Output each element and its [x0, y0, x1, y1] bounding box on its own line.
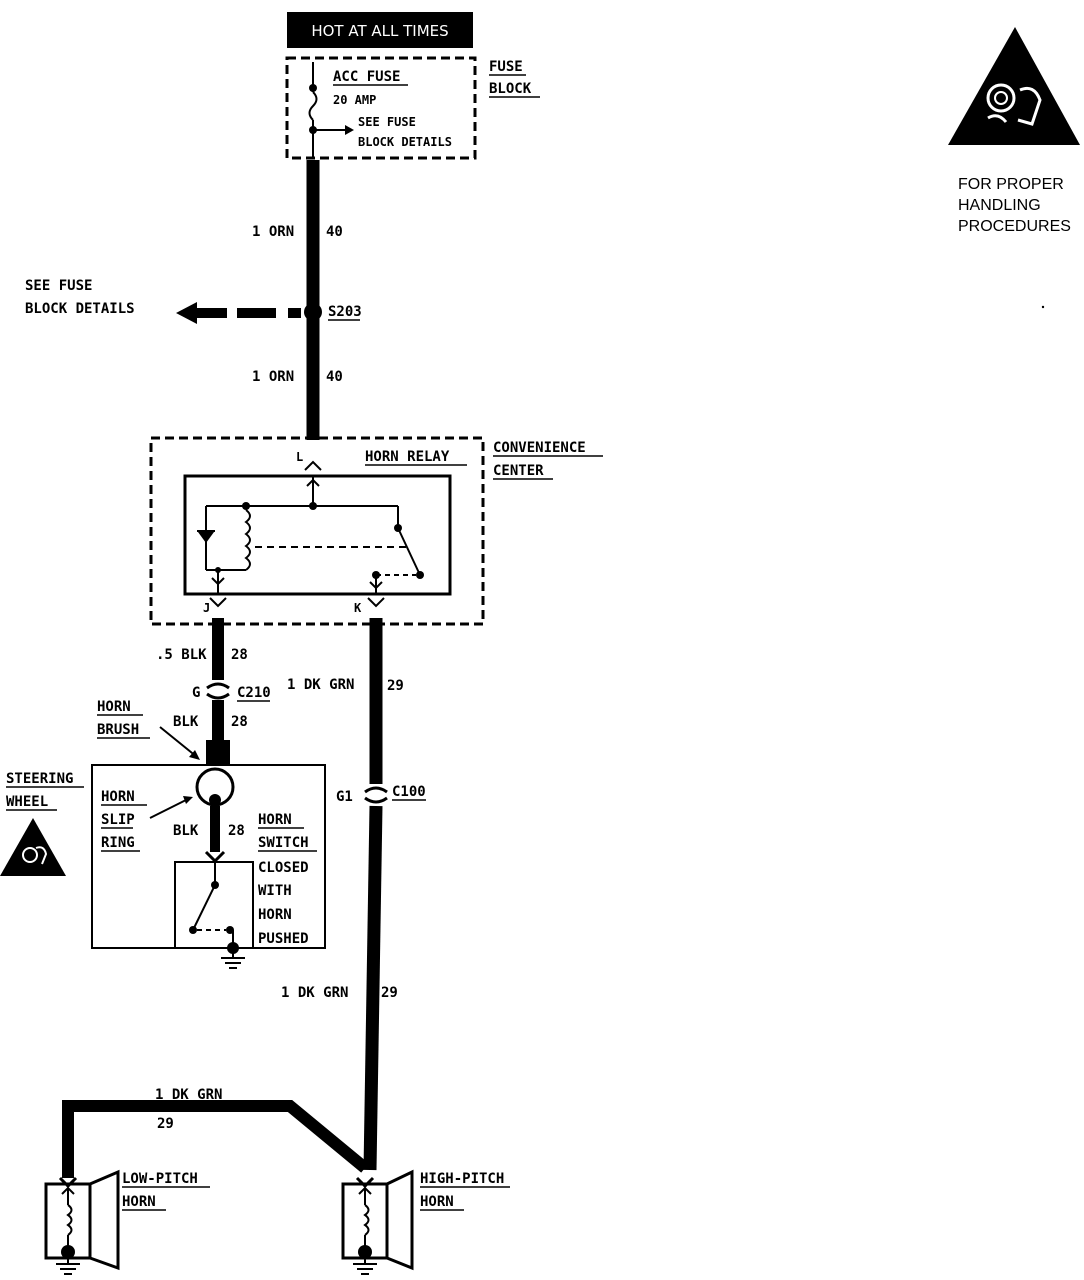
arrow-icon	[183, 796, 193, 804]
dkgrn-wire-29-branch	[62, 1100, 369, 1178]
splice-see-2: BLOCK DETAILS	[25, 301, 135, 317]
handling-text-1: FOR PROPER	[958, 176, 1064, 193]
ground-icon	[56, 1258, 80, 1275]
wire-circuit-28-2: 28	[231, 714, 248, 730]
fuse-name: ACC FUSE	[333, 69, 400, 85]
slip-label-3: RING	[101, 835, 135, 851]
slip-label-2: SLIP	[101, 812, 135, 828]
low-horn-label-2: HORN	[122, 1194, 156, 1210]
closed-label-1: CLOSED	[258, 860, 309, 876]
wire-circuit-29-3: 29	[157, 1116, 174, 1132]
pin-k: K	[354, 601, 362, 615]
horn-bell-icon	[385, 1169, 414, 1271]
wire-label-blk-2: BLK	[173, 714, 199, 730]
c210-pin: G	[192, 685, 200, 701]
horn-brush	[206, 740, 230, 766]
handling-text-3: PROCEDURES	[958, 218, 1071, 235]
stray-dot	[1041, 305, 1045, 309]
arrow-left-icon	[176, 302, 197, 324]
connector-l-icon	[304, 460, 322, 471]
handling-text-2: HANDLING	[958, 197, 1041, 214]
steering-wheel-box: BLK 28 HORN SLIP RING HORN SWITCH CLOSED…	[91, 764, 326, 969]
esd-warning-icon	[948, 27, 1080, 145]
center-label-2: CENTER	[493, 463, 544, 479]
switch-label-2: SWITCH	[258, 835, 309, 851]
horn-bell-icon	[88, 1169, 120, 1271]
c100-id: C100	[392, 784, 426, 800]
horn-relay: HORN RELAY L J K	[183, 449, 467, 615]
center-label-1: CONVENIENCE	[493, 440, 586, 456]
wire-label-orn-1: 1 ORN	[252, 224, 294, 240]
fuse-block-label-2: BLOCK	[489, 81, 532, 97]
wire-label-dkgrn-3: 1 DK GRN	[155, 1087, 222, 1103]
splice-see-1: SEE FUSE	[25, 278, 92, 294]
wire-label-orn-2: 1 ORN	[252, 369, 294, 385]
low-pitch-horn: LOW-PITCH HORN	[44, 1169, 210, 1275]
closed-label-2: WITH	[258, 883, 292, 899]
relay-contact-icon	[397, 527, 421, 576]
arrow-icon	[189, 750, 200, 760]
wire-label-dkgrn-2: 1 DK GRN	[281, 985, 348, 1001]
switch-contact-icon	[192, 884, 216, 931]
ground-icon	[221, 952, 245, 969]
arrow-right-icon	[345, 125, 354, 135]
connector-c100: G1 C100	[336, 784, 426, 805]
horn-coil-icon	[66, 1204, 73, 1236]
connector-k-icon	[367, 597, 385, 608]
fuse-rating: 20 AMP	[333, 93, 376, 107]
ground-icon	[353, 1258, 377, 1275]
splice-s203: S203 SEE FUSE BLOCK DETAILS	[25, 278, 362, 324]
wire-circuit-29-2: 29	[381, 985, 398, 1001]
wheel-label-2: WHEEL	[6, 794, 48, 810]
convenience-center: CONVENIENCE CENTER	[149, 436, 603, 626]
wire-circuit-28-1: 28	[231, 647, 248, 663]
fuse-element-icon	[308, 91, 318, 121]
horn-coil-icon	[363, 1204, 370, 1236]
diode-icon	[198, 532, 214, 543]
wire-circuit-28-3: 28	[228, 823, 245, 839]
c210-id: C210	[237, 685, 271, 701]
wire-label-blk-3: BLK	[173, 823, 199, 839]
brush-label-2: BRUSH	[97, 722, 139, 738]
slip-label-1: HORN	[101, 789, 135, 805]
high-horn-label-1: HIGH-PITCH	[420, 1171, 504, 1187]
relay-coil-icon	[244, 509, 251, 571]
wire-label-blk-1: .5 BLK	[156, 647, 207, 663]
dkgrn-wire-29-lower	[363, 805, 383, 1171]
high-horn-label-2: HORN	[420, 1194, 454, 1210]
esd-warning-small-icon	[0, 818, 66, 876]
wire-circuit-40-2: 40	[326, 369, 343, 385]
high-pitch-horn: HIGH-PITCH HORN	[341, 1169, 510, 1275]
fuse-details-2: BLOCK DETAILS	[358, 135, 452, 149]
wire-circuit-40-1: 40	[326, 224, 343, 240]
hot-at-all-times-banner: HOT AT ALL TIMES	[287, 12, 473, 48]
relay-name: HORN RELAY	[365, 449, 450, 465]
closed-label-3: HORN	[258, 907, 292, 923]
fuse-details-1: SEE FUSE	[358, 115, 416, 129]
pin-j: J	[203, 601, 210, 615]
fuse-block: FUSE BLOCK ACC FUSE 20 AMP SEE FUSE BLOC…	[285, 56, 540, 160]
svg-text:HOT AT ALL TIMES: HOT AT ALL TIMES	[311, 22, 448, 40]
closed-label-4: PUSHED	[258, 931, 309, 947]
fuse-block-label-1: FUSE	[489, 59, 523, 75]
wire-label-dkgrn-1: 1 DK GRN	[287, 677, 354, 693]
wire-circuit-29-1: 29	[387, 678, 404, 694]
brush-label-1: HORN	[97, 699, 131, 715]
low-horn-label-1: LOW-PITCH	[122, 1171, 198, 1187]
connector-j-icon	[209, 597, 227, 608]
c100-pin: G1	[336, 789, 353, 805]
switch-label-1: HORN	[258, 812, 292, 828]
splice-id: S203	[328, 304, 362, 320]
wheel-label-1: STEERING	[6, 771, 73, 787]
connector-c210: G C210	[192, 682, 271, 702]
pin-l: L	[296, 450, 303, 464]
